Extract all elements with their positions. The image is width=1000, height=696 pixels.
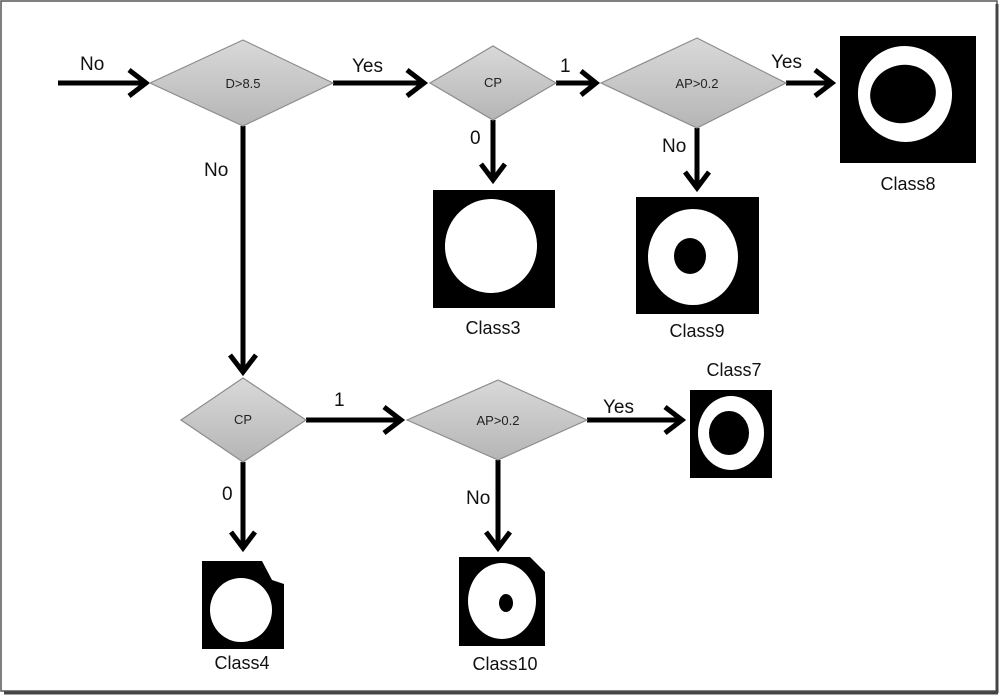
class9-image	[636, 197, 759, 314]
edge-label-ap-bottom-yes: Yes	[603, 397, 634, 418]
ring-hole	[499, 594, 513, 612]
decision-label-cp-bottom: CP	[234, 412, 252, 427]
arrowhead-d1-yes	[405, 68, 429, 98]
decision-diamond	[405, 379, 589, 461]
edge-label-ap-top-no: No	[662, 136, 686, 157]
solid-disc	[444, 199, 538, 293]
edge-label-cp-top-1: 1	[560, 56, 571, 77]
decision-node-d1: D>8.5	[148, 39, 335, 127]
class8-label: Class8	[880, 174, 935, 194]
class10-image	[459, 557, 545, 646]
arrowhead-cp-bottom-0	[229, 530, 257, 553]
decision-node-cp-bottom: CP	[179, 377, 308, 463]
class3-label: Class3	[465, 318, 520, 338]
class10-label: Class10	[472, 654, 537, 674]
decision-node-cp-top: CP	[428, 45, 558, 121]
ring-hole	[870, 64, 936, 124]
arrowhead-cp-top-1	[579, 69, 601, 97]
tile-corner-notch	[530, 557, 545, 572]
edge-label-entry: No	[80, 54, 104, 75]
decision-label-ap-bottom: AP>0.2	[476, 413, 519, 428]
class7-label: Class7	[706, 360, 761, 380]
decision-label-d1: D>8.5	[225, 76, 260, 91]
arrowhead-d1-no	[228, 353, 258, 377]
arrow-group	[58, 68, 837, 553]
ring-hole	[709, 411, 749, 455]
arrowhead-ap-top-yes	[813, 68, 837, 98]
class9-label: Class9	[669, 321, 724, 341]
edge-label-ap-top-yes: Yes	[771, 52, 802, 73]
arrowhead-entry	[127, 68, 151, 98]
ring-hole	[674, 238, 706, 274]
decision-node-ap-top: AP>0.2	[599, 37, 788, 129]
class3-image	[433, 190, 555, 308]
decision-diamond	[428, 45, 558, 121]
arrowhead-cp-bottom-1	[382, 405, 406, 435]
decision-diamond	[148, 39, 335, 127]
class7-image	[690, 390, 772, 478]
arrowhead-ap-bottom-no	[484, 530, 512, 553]
arrowhead-ap-top-no	[683, 170, 711, 193]
edge-label-ap-bottom-no: No	[466, 488, 490, 509]
decision-label-cp-top: CP	[484, 75, 502, 90]
edge-label-cp-bottom-0: 0	[222, 484, 233, 505]
solid-disc	[210, 578, 272, 642]
class4-label: Class4	[214, 653, 269, 673]
edge-label-d1-no: No	[204, 160, 228, 181]
arrowhead-cp-top-0	[479, 162, 507, 185]
class4-image	[202, 561, 284, 649]
tile-corner-notch	[262, 561, 284, 584]
edge-label-cp-top-0: 0	[470, 128, 481, 149]
class8-image	[840, 36, 976, 163]
decision-diamond	[599, 37, 788, 129]
edge-label-cp-bottom-1: 1	[334, 390, 345, 411]
edge-label-d1-yes: Yes	[352, 56, 383, 77]
decision-label-ap-top: AP>0.2	[675, 76, 718, 91]
arrowhead-ap-bottom-yes	[663, 405, 687, 435]
decision-node-ap-bottom: AP>0.2	[405, 379, 589, 461]
decision-diamond	[179, 377, 308, 463]
